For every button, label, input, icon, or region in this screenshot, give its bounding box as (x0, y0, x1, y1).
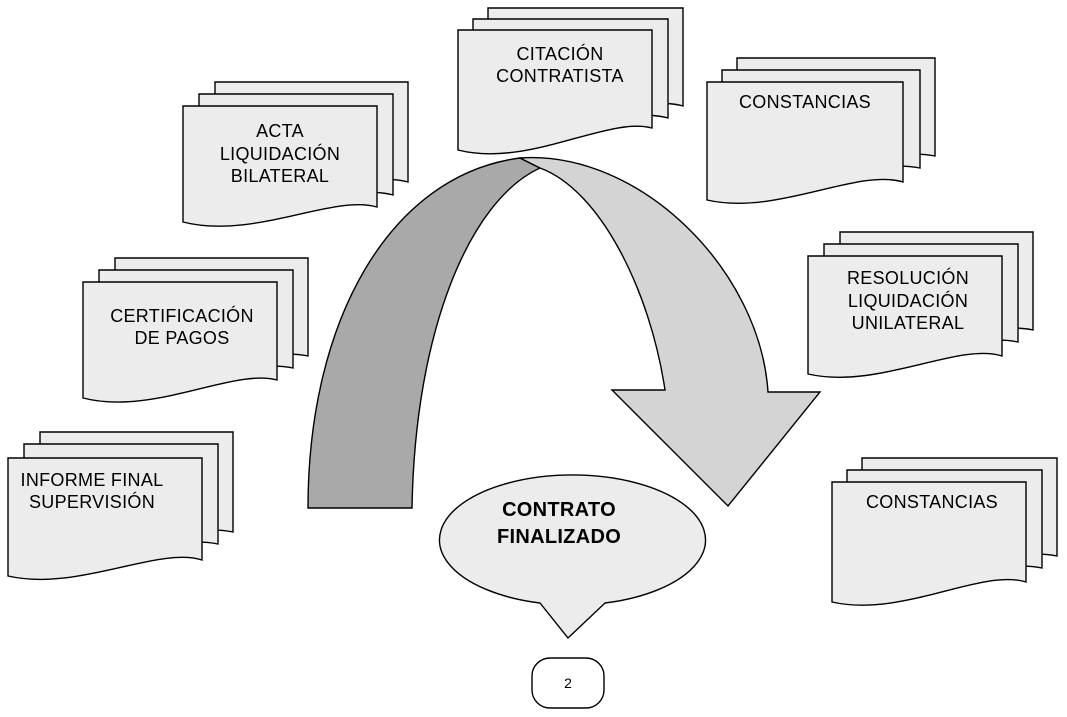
document-constancias-top: CONSTANCIAS (706, 57, 936, 204)
document-constancias-bottom: CONSTANCIAS (831, 457, 1058, 606)
document-resolucion-line-3: UNILATERAL (852, 313, 965, 333)
document-certificacion-line-2: DE PAGOS (134, 328, 229, 348)
center-callout-line-1: CONTRATO (502, 499, 616, 521)
document-certificacion-line-1: CERTIFICACIÓN (110, 305, 254, 326)
arrow-left-band (307, 157, 542, 509)
document-acta-line-1: ACTA (256, 121, 304, 141)
document-resolucion-line-1: RESOLUCIÓN (847, 267, 969, 288)
document-resolucion: RESOLUCIÓN LIQUIDACIÓN UNILATERAL (807, 231, 1034, 378)
document-acta-line-3: BILATERAL (231, 166, 329, 186)
arrow-right-band (517, 157, 822, 508)
document-citacion-line-1: CITACIÓN (516, 43, 603, 64)
center-callout-line-2: FINALIZADO (497, 526, 621, 548)
center-callout: CONTRATO FINALIZADO (438, 474, 707, 640)
document-citacion: CITACIÓN CONTRATISTA (457, 7, 684, 155)
document-informe-line-1: INFORME FINAL (21, 470, 164, 490)
page-number: 2 (564, 675, 572, 691)
page-number-box: 2 (531, 657, 605, 709)
document-resolucion-line-2: LIQUIDACIÓN (848, 290, 968, 311)
document-constancias-top-line-1: CONSTANCIAS (739, 92, 871, 112)
document-informe-line-2: SUPERVISIÓN (29, 491, 155, 512)
document-citacion-line-2: CONTRATISTA (496, 66, 624, 86)
document-certificacion: CERTIFICACIÓN DE PAGOS (82, 257, 309, 403)
document-acta-line-2: LIQUIDACIÓN (220, 143, 340, 164)
document-constancias-bottom-line-1: CONSTANCIAS (866, 492, 998, 512)
document-acta: ACTA LIQUIDACIÓN BILATERAL (182, 81, 409, 227)
document-informe: INFORME FINAL SUPERVISIÓN (7, 431, 234, 581)
center-callout-shape (438, 474, 707, 640)
